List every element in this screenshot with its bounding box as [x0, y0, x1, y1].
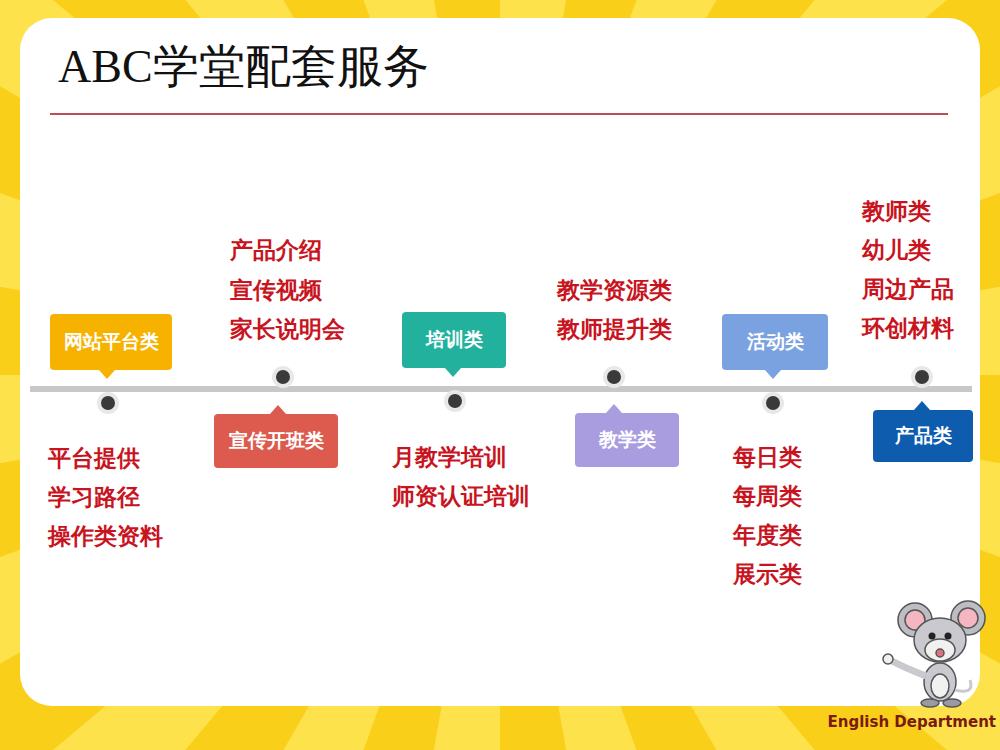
box-label: 产品类: [895, 423, 952, 449]
list-item: 月教学培训: [392, 443, 507, 471]
list-item: 教师提升类: [557, 315, 672, 343]
box-label: 教学类: [599, 427, 656, 453]
mouse-mascot: [883, 601, 985, 707]
category-box: 网站平台类: [50, 314, 172, 370]
category-box: 活动类: [722, 314, 828, 370]
box-label: 培训类: [426, 327, 483, 353]
category-box: 教学类: [575, 413, 679, 467]
box-label: 宣传开班类: [229, 428, 324, 454]
white-panel: [20, 18, 980, 706]
footer-text: English Department: [828, 713, 996, 731]
category-box: 产品类: [873, 410, 973, 462]
list-item: 教学资源类: [557, 276, 672, 304]
category-box: 培训类: [402, 312, 506, 368]
callout-pointer: [270, 405, 286, 414]
list-item: 师资认证培训: [392, 482, 530, 510]
list-item: 展示类: [733, 560, 802, 588]
list-item: 产品介绍: [230, 236, 322, 264]
title: ABC学堂配套服务: [58, 36, 429, 98]
callout-pointer: [765, 370, 781, 379]
list-item: 家长说明会: [230, 315, 345, 343]
callout-pointer: [99, 370, 115, 379]
list-item: 操作类资料: [48, 522, 163, 550]
list-item: 宣传视频: [230, 276, 322, 304]
box-label: 活动类: [747, 329, 804, 355]
list-item: 每日类: [733, 443, 802, 471]
timeline: [30, 386, 972, 392]
list-item: 每周类: [733, 482, 802, 510]
list-item: 平台提供: [48, 444, 140, 472]
list-item: 周边产品: [862, 275, 954, 303]
list-item: 教师类: [862, 197, 931, 225]
callout-pointer: [914, 401, 930, 410]
list-item: 学习路径: [48, 483, 140, 511]
category-box: 宣传开班类: [214, 414, 338, 468]
callout-pointer: [445, 368, 461, 377]
list-item: 环创材料: [862, 314, 954, 342]
list-item: 年度类: [733, 521, 802, 549]
title-underline: [50, 113, 948, 115]
list-item: 幼儿类: [862, 236, 931, 264]
callout-pointer: [606, 404, 622, 413]
box-label: 网站平台类: [64, 329, 159, 355]
timeline-dots: [99, 368, 931, 412]
